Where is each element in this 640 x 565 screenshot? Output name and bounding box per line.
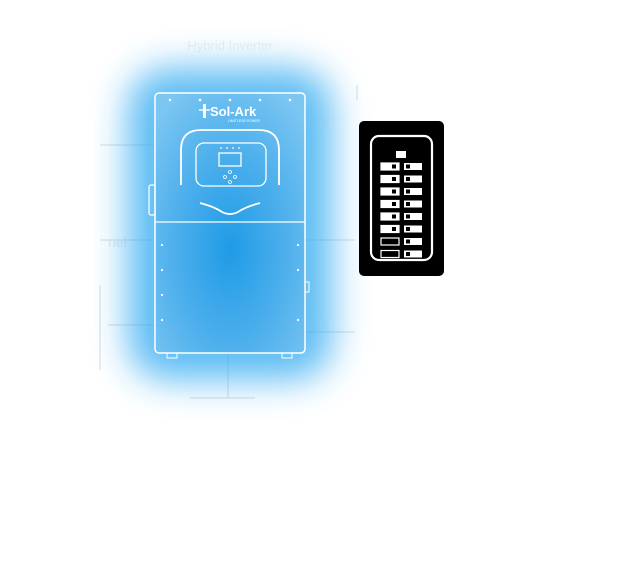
breaker-row (380, 162, 422, 171)
breaker-row (380, 187, 422, 196)
inverter-screen-frame (195, 142, 267, 187)
inverter-leds (220, 147, 240, 149)
inverter-screws (160, 98, 300, 322)
label-top-faint: Hybrid Inverter (187, 38, 273, 53)
inverter: Sol-Ark LIMITLESS POWER (148, 92, 310, 359)
inverter-handle-right (304, 281, 310, 293)
breaker-panel-icon (359, 121, 444, 276)
breaker-main (396, 151, 406, 158)
inverter-brand: Sol-Ark (210, 104, 257, 119)
inverter-chevron (199, 202, 261, 215)
inverter-handle-left (148, 184, 156, 216)
display-screen-icon (218, 152, 242, 167)
label-left-faint: nel (108, 234, 127, 250)
breaker-row (380, 249, 422, 259)
inverter-buttons (223, 170, 237, 184)
sol-ark-logo-icon (199, 104, 210, 118)
inverter-foot-right (281, 352, 293, 359)
breaker-row (380, 199, 422, 209)
breaker-row (380, 212, 422, 221)
breaker-panel-bg (359, 121, 444, 276)
breaker-rows (380, 151, 422, 259)
inverter-body (154, 92, 306, 354)
inverter-foot-left (166, 352, 178, 359)
inverter-faceplate (180, 129, 280, 185)
inverter-brand-tagline: LIMITLESS POWER (228, 119, 261, 123)
breaker-row (380, 224, 422, 234)
breaker-panel-frame (369, 134, 434, 262)
breaker-row (380, 237, 422, 246)
breaker-row (380, 174, 422, 184)
